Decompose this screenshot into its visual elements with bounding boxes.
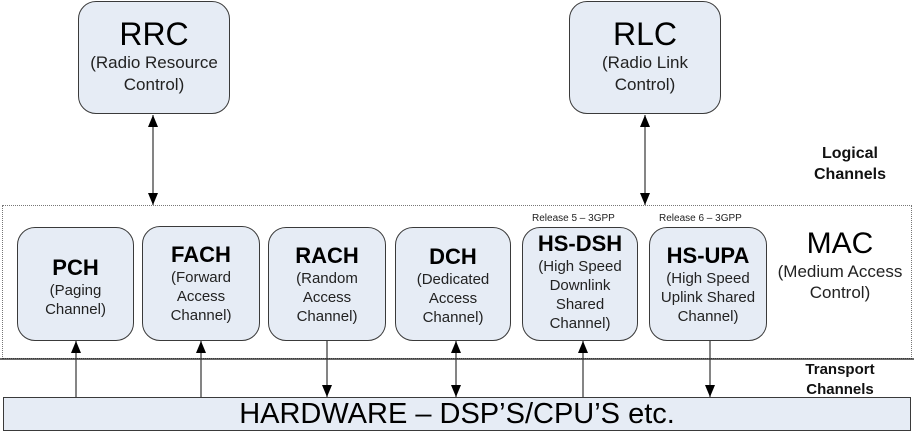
channel-desc-line: (High Speed: [538, 258, 622, 275]
rlc-subtitle-line1: (Radio Link: [602, 53, 688, 72]
transport-channels-label: Transport Channels: [780, 360, 900, 400]
channel-title: HS-UPA: [666, 243, 750, 268]
channel-hs-dsh: HS-DSH (High Speed Downlink Shared Chann…: [522, 227, 638, 341]
channel-fach: FACH (Forward Access Channel): [142, 226, 260, 341]
rrc-block: RRC (Radio Resource Control): [78, 1, 230, 114]
release-6-note: Release 6 – 3GPP: [659, 213, 742, 224]
channel-desc-line: Channel): [677, 308, 739, 325]
channel-title: RACH: [295, 243, 359, 268]
rrc-subtitle-line1: (Radio Resource: [90, 53, 218, 72]
transport-channels-line1: Transport: [805, 361, 875, 378]
arrowhead-up-icon: [640, 115, 650, 127]
channel-desc-line: (Forward: [170, 269, 231, 286]
rlc-block: RLC (Radio Link Control): [569, 1, 721, 114]
arrowhead-down-icon: [451, 385, 461, 397]
arrowhead-up-icon: [148, 115, 158, 127]
channel-hs-upa: HS-UPA (High Speed Uplink Shared Channel…: [649, 227, 767, 341]
channel-desc-line: Access: [302, 289, 352, 306]
rlc-title: RLC: [612, 16, 677, 52]
channel-desc-line: Channel): [422, 309, 484, 326]
channel-rach: RACH (Random Access Channel): [268, 227, 386, 341]
hardware-bar: HARDWARE – DSP’S/CPU’S etc.: [3, 397, 911, 431]
channel-dch: DCH (Dedicated Access Channel): [395, 227, 511, 341]
channel-desc-line: (Dedicated: [416, 271, 490, 288]
channel-desc-line: (Random: [296, 270, 358, 287]
channel-desc-line: Channel): [170, 307, 232, 324]
channel-pch: PCH (Paging Channel): [17, 227, 134, 341]
logical-channels-line1: Logical: [821, 145, 878, 162]
channel-title: PCH: [52, 255, 99, 280]
arrowhead-up-icon: [578, 341, 588, 353]
channel-desc-line: Channel): [45, 301, 106, 318]
rlc-subtitle-line2: Control): [614, 75, 676, 94]
channel-desc-line: (High Speed: [666, 270, 750, 287]
channel-desc-line: Channel): [296, 308, 358, 325]
arrowhead-up-icon: [196, 341, 206, 353]
arrowhead-up-icon: [451, 341, 461, 353]
channel-desc-line: (Paging: [49, 282, 102, 299]
arrowhead-down-icon: [640, 193, 650, 205]
mac-title: MAC: [806, 227, 874, 260]
mac-label: MAC (Medium Access Control): [768, 227, 912, 303]
arrowhead-down-icon: [705, 385, 715, 397]
channel-desc-line: Access: [176, 288, 226, 305]
channel-desc-line: Channel): [549, 315, 611, 332]
arrowhead-down-icon: [322, 385, 332, 397]
channel-desc-line: Shared: [555, 296, 605, 313]
transport-channels-line2: Channels: [806, 381, 874, 398]
channel-title: FACH: [171, 242, 231, 267]
channel-desc-line: Downlink: [549, 277, 611, 294]
release-5-note: Release 5 – 3GPP: [532, 213, 615, 224]
channel-desc-line: Access: [428, 290, 478, 307]
channel-title: DCH: [429, 244, 477, 269]
arrowhead-up-icon: [71, 341, 81, 353]
rrc-subtitle-line2: Control): [123, 75, 185, 94]
arrowhead-down-icon: [148, 193, 158, 205]
mac-subtitle-line1: (Medium Access: [777, 262, 903, 281]
channel-desc-line: Uplink Shared: [660, 289, 756, 306]
logical-channels-label: Logical Channels: [790, 143, 910, 185]
logical-channels-line2: Channels: [813, 166, 886, 183]
channel-title: HS-DSH: [537, 231, 623, 256]
rrc-title: RRC: [119, 16, 189, 52]
mac-subtitle-line2: Control): [809, 283, 871, 302]
hardware-label: HARDWARE – DSP’S/CPU’S etc.: [239, 398, 675, 430]
